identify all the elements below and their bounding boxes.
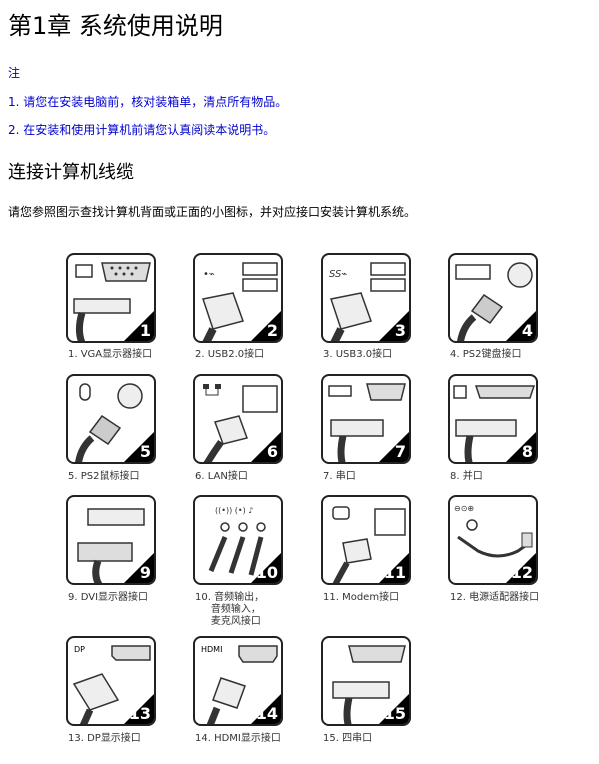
lan-port-icon bbox=[203, 384, 278, 462]
dvi-port-icon bbox=[77, 508, 145, 583]
port-card-11: 11 bbox=[321, 495, 411, 585]
port-number: 8 bbox=[521, 442, 533, 461]
svg-text:HDMI: HDMI bbox=[201, 645, 222, 654]
port-caption: 1. VGA显示器接口 bbox=[68, 349, 153, 360]
port-caption: 7. 串口 bbox=[323, 471, 356, 482]
port-caption: 14. HDMI显示接口 bbox=[195, 733, 281, 744]
modem-port-icon bbox=[332, 506, 406, 583]
port-card-15: 15 bbox=[321, 636, 411, 726]
port-caption: 8. 并口 bbox=[450, 471, 483, 482]
note-item-2: 2. 在安装和使用计算机前请您认真阅读本说明书。 bbox=[8, 123, 276, 137]
port-card-12: ⊖⊙⊕ 12 bbox=[448, 495, 538, 585]
port-number-badge: 3 bbox=[379, 311, 409, 341]
port-caption: 10. 音频输出， 音频输入， 麦克风接口 bbox=[195, 592, 265, 627]
port-card-8: 8 bbox=[448, 374, 538, 464]
port-number-badge: 4 bbox=[506, 311, 536, 341]
port-caption: 5. PS2鼠标接口 bbox=[68, 471, 140, 482]
port-number: 7 bbox=[394, 442, 406, 461]
port-number: 12 bbox=[510, 563, 533, 582]
port-number-badge: 15 bbox=[379, 694, 409, 724]
svg-text:SS⌁: SS⌁ bbox=[329, 269, 347, 280]
quad-serial-port-icon bbox=[332, 645, 406, 724]
port-card-1: 1 bbox=[66, 253, 156, 343]
port-card-4: 4 bbox=[448, 253, 538, 343]
dp-port-icon: DP bbox=[72, 645, 151, 724]
port-card-2: •⌁ 2 bbox=[193, 253, 283, 343]
port-number: 9 bbox=[139, 563, 151, 582]
port-card-14: HDMI 14 bbox=[193, 636, 283, 726]
port-number-badge: 5 bbox=[124, 432, 154, 462]
power-adapter-port-icon: ⊖⊙⊕ bbox=[454, 504, 533, 558]
port-number-badge: 11 bbox=[379, 553, 409, 583]
port-card-9: 9 bbox=[66, 495, 156, 585]
port-caption: 6. LAN接口 bbox=[195, 471, 248, 482]
svg-text:((•)) (•) ♪: ((•)) (•) ♪ bbox=[215, 506, 253, 515]
port-number: 6 bbox=[266, 442, 278, 461]
port-card-7: 7 bbox=[321, 374, 411, 464]
port-number-badge: 9 bbox=[124, 553, 154, 583]
port-number-badge: 14 bbox=[251, 694, 281, 724]
port-card-3: SS⌁ 3 bbox=[321, 253, 411, 343]
note-item-1: 1. 请您在安装电脑前，核对装箱单，清点所有物品。 bbox=[8, 95, 288, 109]
port-card-13: DP 13 bbox=[66, 636, 156, 726]
hdmi-port-icon: HDMI bbox=[201, 645, 278, 724]
ps2-mouse-port-icon bbox=[75, 383, 143, 462]
usb2-port-icon: •⌁ bbox=[202, 262, 278, 341]
port-caption: 4. PS2键盘接口 bbox=[450, 349, 522, 360]
port-number: 3 bbox=[394, 321, 406, 340]
port-card-6: 6 bbox=[193, 374, 283, 464]
port-number: 11 bbox=[383, 563, 406, 582]
chapter-title: 第1章 系统使用说明 bbox=[8, 12, 223, 40]
port-number: 13 bbox=[128, 704, 151, 723]
svg-text:•⌁: •⌁ bbox=[203, 269, 215, 280]
port-caption: 2. USB2.0接口 bbox=[195, 349, 265, 360]
port-number-badge: 13 bbox=[124, 694, 154, 724]
port-caption: 9. DVI显示器接口 bbox=[68, 592, 149, 603]
svg-text:DP: DP bbox=[74, 645, 85, 654]
ps2-keyboard-port-icon bbox=[455, 262, 533, 341]
port-number: 5 bbox=[139, 442, 151, 461]
port-number: 10 bbox=[255, 563, 278, 582]
vga-port-icon bbox=[73, 262, 151, 341]
intro-text: 请您参照图示查找计算机背面或正面的小图标，并对应接口安装计算机系统。 bbox=[8, 205, 417, 219]
port-number-badge: 12 bbox=[506, 553, 536, 583]
note-label: 注 bbox=[8, 66, 21, 80]
svg-text:⊖⊙⊕: ⊖⊙⊕ bbox=[454, 504, 474, 513]
usb3-port-icon: SS⌁ bbox=[329, 262, 406, 341]
port-number-badge: 6 bbox=[251, 432, 281, 462]
port-number: 4 bbox=[521, 321, 533, 340]
port-caption: 12. 电源适配器接口 bbox=[450, 592, 540, 603]
port-number-badge: 1 bbox=[124, 311, 154, 341]
port-number: 14 bbox=[255, 704, 278, 723]
port-card-10: ((•)) (•) ♪ 10 bbox=[193, 495, 283, 585]
audio-port-icon: ((•)) (•) ♪ bbox=[208, 506, 266, 576]
port-number: 1 bbox=[139, 321, 151, 340]
port-caption: 3. USB3.0接口 bbox=[323, 349, 393, 360]
port-number-badge: 2 bbox=[251, 311, 281, 341]
port-caption: 13. DP显示接口 bbox=[68, 733, 141, 744]
port-card-5: 5 bbox=[66, 374, 156, 464]
port-caption: 15. 四串口 bbox=[323, 733, 373, 744]
parallel-port-icon bbox=[453, 385, 536, 462]
section-title: 连接计算机线缆 bbox=[8, 162, 134, 183]
port-number-badge: 10 bbox=[251, 553, 281, 583]
port-caption: 11. Modem接口 bbox=[323, 592, 400, 603]
port-number-badge: 8 bbox=[506, 432, 536, 462]
port-number-badge: 7 bbox=[379, 432, 409, 462]
port-number: 15 bbox=[383, 704, 406, 723]
port-number: 2 bbox=[266, 321, 278, 340]
serial-port-icon bbox=[328, 383, 406, 462]
